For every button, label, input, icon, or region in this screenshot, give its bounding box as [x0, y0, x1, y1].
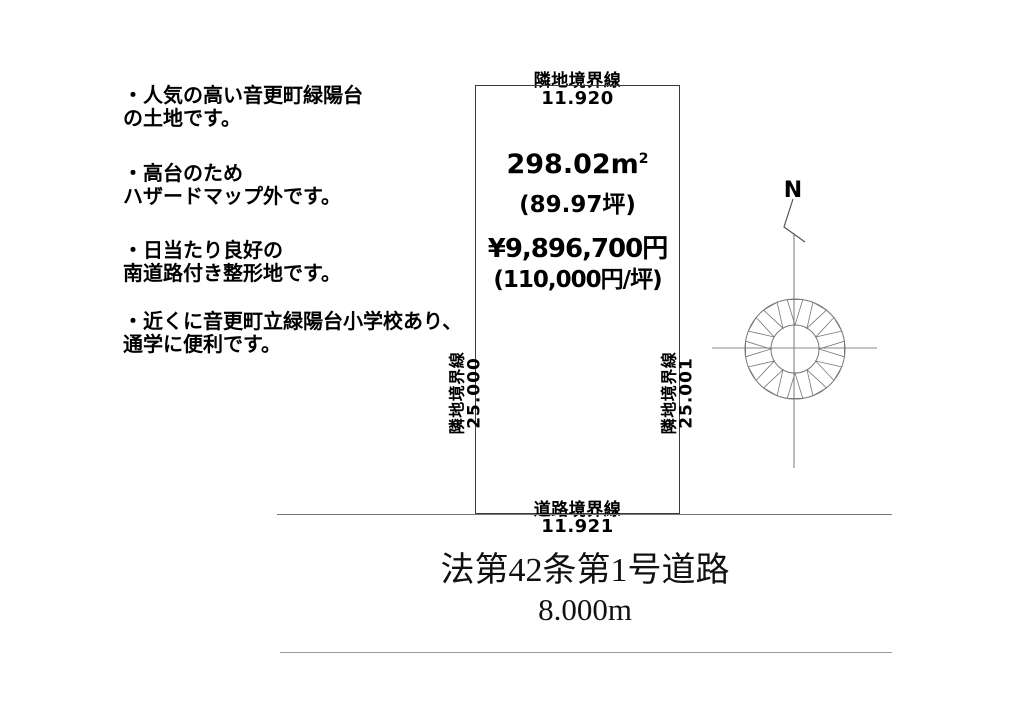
road-name: 法第42条第1号道路	[440, 552, 730, 589]
boundary-bottom-value: 11.921	[541, 516, 614, 537]
note-hazard-map: ・高台のため ハザードマップ外です。	[123, 162, 483, 208]
note-line: の土地です。	[123, 106, 241, 130]
note-line: ・人気の高い音更町緑陽台	[123, 83, 363, 107]
compass-star-point	[762, 301, 784, 330]
area-unit: m2	[610, 149, 649, 180]
boundary-right-name: 隣地境界線	[659, 351, 679, 435]
compass-star-points	[745, 299, 845, 399]
boundary-bottom-label: 道路境界線	[533, 500, 622, 520]
compass-star-point	[747, 360, 776, 382]
compass-star-point	[814, 360, 843, 382]
compass-star-point	[806, 301, 828, 330]
compass-rose: N	[712, 178, 877, 468]
compass-star-point	[814, 316, 843, 338]
boundary-top-value: 11.920	[541, 88, 614, 109]
road-boundary-line	[277, 514, 892, 515]
compass-star-point	[817, 340, 845, 358]
note-line: ・高台のため	[123, 161, 243, 185]
boundary-left-label: 隣地境界線 25.000	[447, 351, 485, 435]
boundary-left-value: 25.000	[464, 357, 485, 429]
road-edge-line	[280, 652, 892, 653]
note-school: ・近くに音更町立緑陽台小学校あり、 通学に便利です。	[123, 310, 483, 356]
note-line: ・日当たり良好の	[123, 238, 283, 262]
plot-price-per-tsubo: (110,000円/坪)	[493, 267, 662, 293]
road-info: 法第42条第1号道路 8.000m	[385, 550, 785, 628]
compass-star-point	[786, 299, 804, 327]
plot-area-tsubo: (89.97坪)	[519, 192, 636, 218]
plot-boundary-rectangle	[475, 85, 680, 514]
boundary-top-label: 隣地境界線	[533, 71, 622, 91]
area-value: 298.02	[506, 149, 611, 180]
compass-star-point	[762, 368, 784, 397]
note-line: 通学に便利です。	[123, 332, 281, 356]
north-arrow-flag	[783, 198, 806, 243]
note-line: 南道路付き整形地です。	[123, 261, 341, 285]
compass-inner-circle	[770, 324, 820, 374]
compass-outer-circle	[744, 298, 846, 400]
plot-price: ¥9,896,700円	[487, 234, 668, 264]
north-label: N	[784, 178, 802, 203]
compass-star-point	[806, 368, 828, 397]
note-line: ・近くに音更町立緑陽台小学校あり、	[123, 309, 463, 333]
road-width: 8.000m	[538, 592, 632, 627]
compass-star-point	[786, 371, 804, 399]
compass-star-point	[747, 316, 776, 338]
note-line: ハザードマップ外です。	[123, 184, 341, 208]
note-south-road: ・日当たり良好の 南道路付き整形地です。	[123, 239, 483, 285]
note-popular-area: ・人気の高い音更町緑陽台 の土地です。	[123, 84, 483, 130]
plot-area-sqm: 298.02m2	[475, 149, 680, 180]
boundary-left-name: 隣地境界線	[447, 351, 467, 435]
compass-star-point	[745, 340, 773, 358]
